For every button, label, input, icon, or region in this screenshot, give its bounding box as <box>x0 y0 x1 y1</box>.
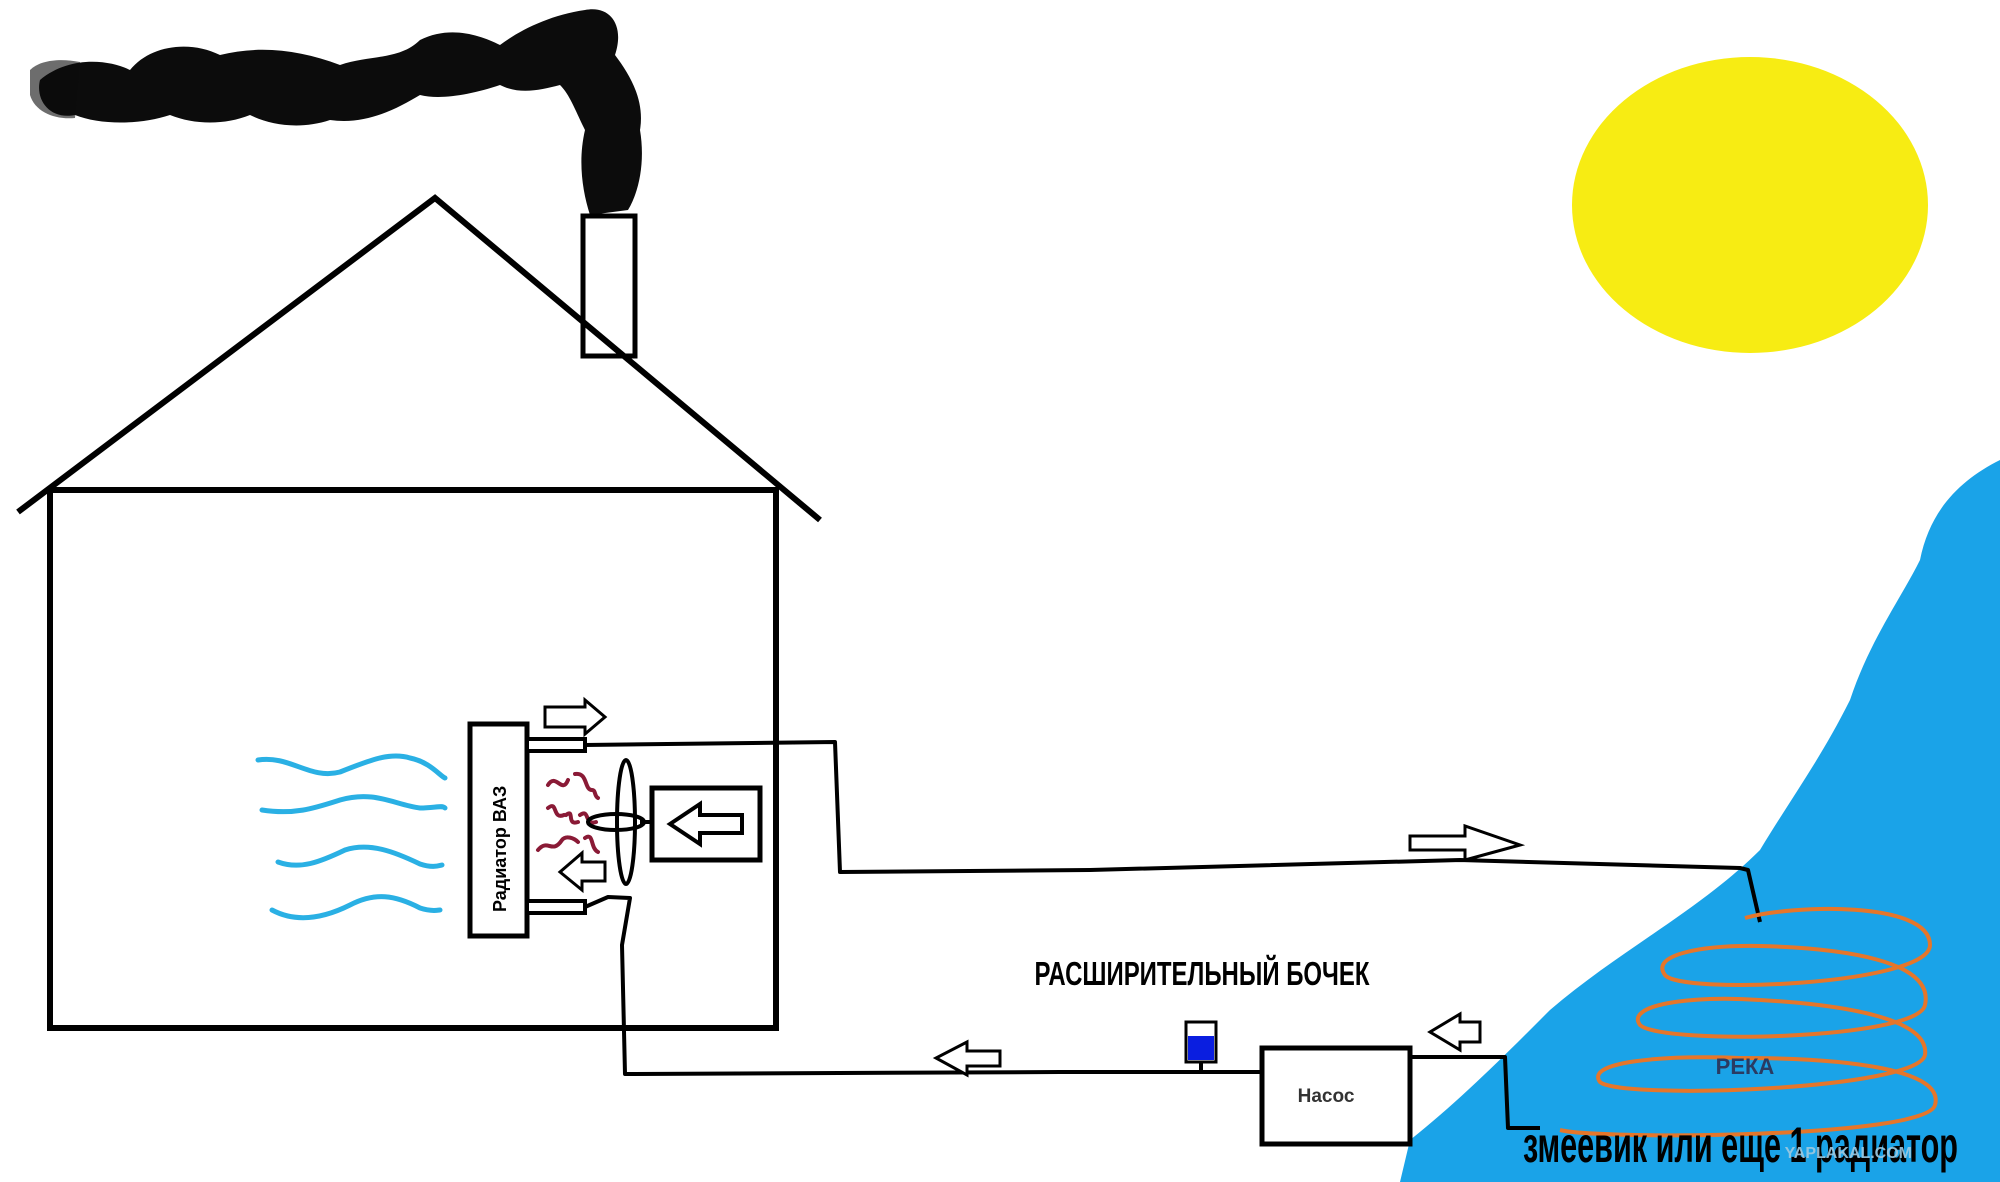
air-waves <box>255 753 448 921</box>
supply-pipe <box>584 740 1762 923</box>
radiator-body <box>467 721 530 939</box>
inlet-arrow-icon <box>557 849 607 894</box>
coil-icon <box>1559 906 1938 1138</box>
heat-waves <box>536 771 600 854</box>
house-roof <box>16 194 822 523</box>
radiator-label: Радиатор ВАЗ <box>490 786 510 912</box>
river-to-pump-pipe <box>1405 1055 1540 1130</box>
pump-box <box>1259 1045 1413 1147</box>
river <box>1400 460 2000 1182</box>
supply-arrow-icon <box>1408 823 1526 862</box>
coil-caption: змеевик или еще 1 радиатор <box>1523 1117 1958 1173</box>
outlet-arrow-icon <box>543 696 608 738</box>
river-label: РЕКА <box>1716 1054 1775 1079</box>
return-pipe <box>584 895 1262 1076</box>
radiator-inlet-stub <box>525 899 587 915</box>
pump-intake-arrow-icon <box>1427 1011 1482 1053</box>
chimney <box>580 213 638 359</box>
expansion-tank-icon <box>1184 1020 1218 1072</box>
watermark-text: YAPLAKAL.COM <box>1785 1145 1912 1162</box>
smoke-icon <box>30 9 642 215</box>
pump-label: Насос <box>1298 1086 1355 1107</box>
house-wall <box>47 487 779 1031</box>
airflow-arrow-icon <box>666 800 744 848</box>
return-arrow-icon <box>932 1039 1002 1078</box>
expansion-tank-label: РАСШИРИТЕЛЬНЫЙ БОЧЕК <box>1035 954 1371 992</box>
radiator-outlet-stub <box>525 737 587 753</box>
sun-icon <box>1572 57 1928 353</box>
